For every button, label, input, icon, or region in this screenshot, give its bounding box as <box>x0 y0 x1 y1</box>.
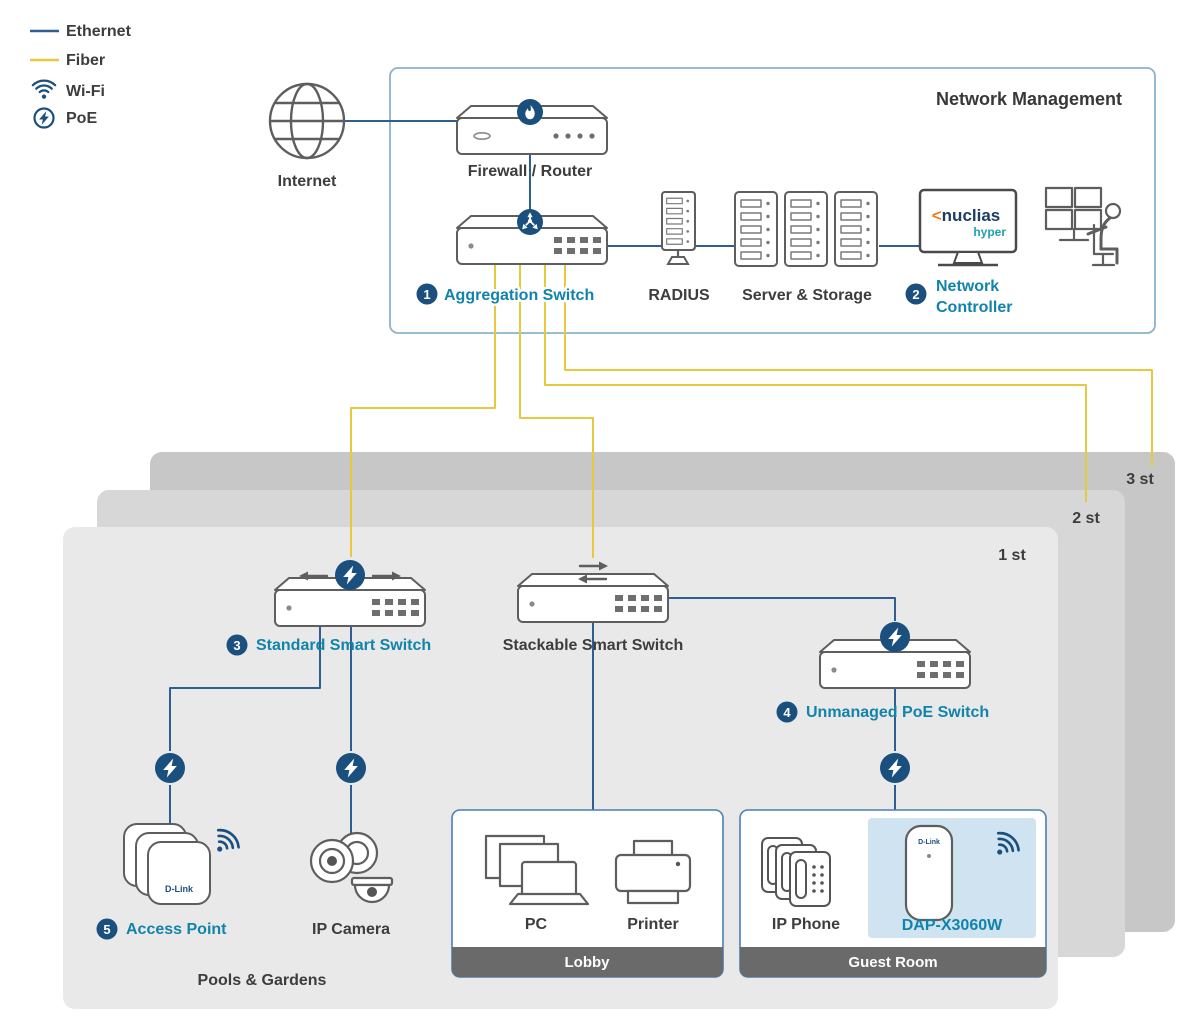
network-controller-label-line1: Network <box>936 278 999 295</box>
eth-standard-to-ap-poe <box>169 626 321 751</box>
printer-icon <box>614 839 692 905</box>
poe-bolt-icon <box>880 622 910 652</box>
standard-smart-switch-label: Standard Smart Switch <box>256 637 431 654</box>
legend: Ethernet Fiber Wi-Fi PoE <box>30 23 132 129</box>
poe-injector-icon-ap <box>155 753 185 783</box>
badge-3 <box>226 634 248 656</box>
internet-globe-icon <box>268 82 346 160</box>
guest-room-footer <box>740 947 1046 977</box>
nuclias-logo: <nuclias <box>932 206 1001 225</box>
fiber-uplink-stackable-switch <box>519 264 594 558</box>
badge-4 <box>776 701 798 723</box>
firewall-flame-icon <box>517 99 543 125</box>
firewall-router-label: Firewall / Router <box>468 163 592 180</box>
lobby-footer <box>452 947 723 977</box>
badge-1 <box>416 283 438 305</box>
wifi-icon <box>31 79 57 100</box>
guest-room-title: Guest Room <box>848 954 937 971</box>
firewall-router-device <box>456 99 608 155</box>
poe-injector-icon-camera <box>336 753 366 783</box>
floor-2-label: 2 st <box>1072 510 1100 527</box>
poe-bolt-icon <box>335 560 365 590</box>
aggregation-topology-icon <box>517 209 543 235</box>
admin-workstation-illustration <box>1044 186 1122 267</box>
dap-x3060w-label: DAP-X3060W <box>902 917 1003 934</box>
radius-server-device <box>661 191 696 265</box>
legend-label-poe: PoE <box>66 110 97 127</box>
radius-label: RADIUS <box>648 287 710 304</box>
stackable-smart-switch-label: Stackable Smart Switch <box>503 637 684 654</box>
badge-2-number: 2 <box>912 287 919 302</box>
radius-stand <box>666 256 690 265</box>
lobby-title: Lobby <box>565 954 611 971</box>
dlink-logo-text: D-Link <box>918 839 940 846</box>
floor-1-label: 1 st <box>998 547 1026 564</box>
pc-label: PC <box>525 916 548 933</box>
pools-gardens-label: Pools & Gardens <box>198 972 327 989</box>
dlink-logo-text: D-Link <box>165 884 194 894</box>
pc-icon <box>484 834 590 906</box>
led-indicator <box>927 854 931 858</box>
poe-icon <box>33 107 55 129</box>
network-controller-label-line2: Controller <box>936 299 1012 316</box>
badge-2 <box>905 283 927 305</box>
badge-3-number: 3 <box>233 638 240 653</box>
eth-stackable-unmanaged <box>668 597 896 621</box>
fiber-uplink-floor-2 <box>544 264 1087 502</box>
poe-injector-icon-dap <box>880 753 910 783</box>
badge-5 <box>96 918 118 940</box>
aggregation-switch-device <box>457 209 607 264</box>
fiber-uplink-floor-3 <box>564 264 1153 466</box>
legend-label-fiber: Fiber <box>66 52 105 69</box>
dap-device: D-Link <box>904 824 1024 922</box>
floor-3-label: 3 st <box>1126 471 1154 488</box>
badge-1-number: 1 <box>423 287 430 302</box>
unmanaged-poe-switch-label: Unmanaged PoE Switch <box>806 704 989 721</box>
printer-label: Printer <box>627 916 679 933</box>
badge-4-number: 4 <box>783 705 791 720</box>
nuclias-hyper-label: hyper <box>973 225 1006 239</box>
access-point-stack: D-Link <box>123 823 244 905</box>
server-storage-devices <box>734 191 878 267</box>
access-point-label: Access Point <box>126 921 227 938</box>
network-management-title: Network Management <box>936 89 1122 109</box>
server-storage-label: Server & Storage <box>742 287 872 304</box>
internet-label: Internet <box>278 173 337 190</box>
legend-label-wifi: Wi-Fi <box>66 83 105 100</box>
badge-5-number: 5 <box>103 922 110 937</box>
ip-camera-label: IP Camera <box>312 921 390 938</box>
aggregation-switch-label: Aggregation Switch <box>444 287 594 304</box>
legend-label-ethernet: Ethernet <box>66 23 132 40</box>
fiber-uplink-standard-switch <box>350 264 496 557</box>
network-controller-monitor: <nuclias hyper <box>918 188 1018 267</box>
ip-camera-icons <box>309 831 394 904</box>
ip-phone-label: IP Phone <box>772 916 840 933</box>
